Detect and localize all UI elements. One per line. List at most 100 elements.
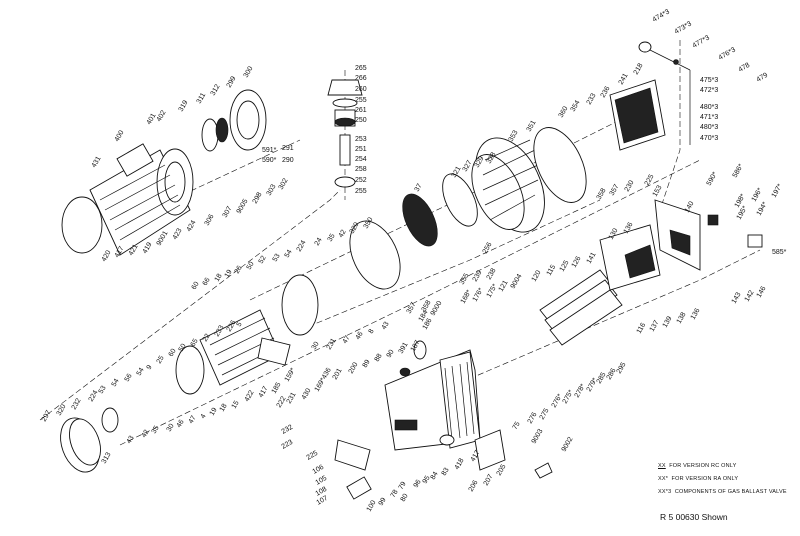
part-number-label: 100 [366, 499, 378, 513]
part-number-label: 18 [214, 273, 224, 283]
part-number-label: 473*3 [674, 20, 693, 35]
part-number-label: 194* [756, 201, 769, 217]
part-number-label: 175* [486, 283, 499, 299]
part-number-label: 60 [191, 281, 201, 291]
part-number-label: 187 [410, 339, 422, 353]
part-number-label: 206 [468, 479, 480, 493]
legend-rc: XX FOR VERSION RC ONLY [658, 463, 736, 469]
part-number-label: 275 [539, 407, 551, 421]
legend-key: XX* [658, 476, 669, 482]
part-number-label: 200 [348, 361, 360, 375]
part-number-label: 225 [306, 450, 320, 462]
part-number-label: 319 [178, 99, 190, 113]
part-number-label: 303 [266, 183, 278, 197]
part-number-label: 590* [706, 171, 719, 187]
part-number-label: 56 [124, 373, 134, 383]
part-number-label: 329 [474, 155, 486, 169]
part-number-label: 66 [202, 277, 212, 287]
part-number-label: 78 [390, 489, 400, 499]
part-number-label: 302 [278, 177, 290, 191]
part-number-label: 222 [276, 395, 288, 409]
part-number-label: 146 [756, 285, 768, 299]
part-number-label: 241 [618, 72, 630, 86]
part-number-label: 285 [596, 371, 608, 385]
part-number-label: 233 [586, 92, 598, 106]
part-number-label: 84 [430, 471, 440, 481]
part-number-label: 419 [142, 241, 154, 255]
part-number-label: 478 [738, 62, 752, 74]
part-number-label: 358 [596, 187, 608, 201]
part-number-label: 18 [219, 403, 229, 413]
part-number-label: 276 [527, 411, 539, 425]
part-number-label: 26 [234, 265, 244, 275]
main-housing [334, 340, 553, 500]
part-number-label: 311 [196, 92, 208, 105]
part-number-label: 420 [101, 249, 113, 263]
part-number-label: 233 [214, 324, 226, 338]
legend-key: XX*3 [658, 489, 672, 495]
part-number-label: 35 [327, 233, 337, 243]
part-number-label: 54 [136, 367, 146, 377]
part-number-label: 53 [272, 253, 282, 263]
part-number-label: 313 [101, 451, 113, 465]
part-number-label: 88 [374, 353, 384, 363]
part-number-label: 417 [258, 385, 270, 399]
part-number-label: 255 [355, 188, 367, 195]
part-number-label: 236 [600, 85, 612, 99]
part-number-label: 79 [398, 481, 408, 491]
part-number-label: 230 [624, 179, 636, 193]
part-number-label: 422 [244, 389, 256, 403]
part-number-label: 53 [98, 385, 108, 395]
legend-text: COMPONENTS OF GAS BALLAST VALVE [674, 489, 787, 495]
part-number-label: 37 [414, 183, 424, 193]
part-number-label: 586* [732, 163, 745, 179]
part-number-label: 143 [731, 291, 743, 305]
part-number-label: 153 [652, 184, 664, 198]
heat-exchanger [609, 79, 666, 151]
part-number-label: 46 [176, 419, 186, 429]
part-number-label: 286 [606, 367, 618, 381]
part-number-label: 9004 [510, 273, 524, 290]
part-number-label: 358 [421, 299, 433, 313]
part-number-label: 238 [486, 267, 498, 281]
part-number-label: 43 [126, 435, 136, 445]
part-number-label: 141 [586, 251, 598, 265]
part-number-label: 223 [281, 439, 295, 451]
part-number-label: 176* [472, 287, 485, 303]
part-number-label: 590* [262, 157, 277, 164]
part-number-label: 106 [312, 464, 326, 476]
part-number-label: 9002 [561, 436, 575, 453]
part-number-label: 108 [315, 486, 329, 498]
part-number-label: 470*3 [700, 135, 718, 142]
part-number-label: 169*436 [314, 367, 333, 393]
part-number-label: 9001 [156, 230, 170, 247]
part-number-label: 591* [262, 147, 277, 154]
part-number-label: 239 [472, 269, 484, 283]
part-number-label: 350 [363, 216, 375, 230]
part-number-label: 585* [772, 249, 787, 256]
part-number-label: 75 [512, 421, 522, 431]
part-number-label: 266 [355, 75, 367, 82]
part-number-label: 205 [496, 463, 508, 477]
part-number-label: 115 [546, 264, 558, 277]
vane-rotor-assembly [539, 199, 763, 346]
part-number-label: 125 [559, 259, 571, 273]
part-number-label: 50 [246, 261, 256, 271]
part-number-label: 30 [311, 341, 321, 351]
part-number-label: 99 [378, 497, 388, 507]
part-number-label: 80 [400, 493, 410, 503]
part-number-label: 480*3 [700, 124, 718, 131]
part-number-label: 480*3 [700, 104, 718, 111]
part-number-label: 360 [558, 105, 570, 119]
part-number-label: 47 [342, 335, 352, 345]
part-number-label: 402 [156, 109, 168, 123]
part-number-label: 107 [316, 495, 330, 507]
part-number-label: 137 [649, 319, 661, 333]
part-number-label: 424 [186, 219, 198, 233]
part-number-label: 83 [441, 467, 451, 477]
part-number-label: 42 [141, 429, 151, 439]
part-number-label: 116 [636, 322, 648, 335]
part-number-label: 130 [608, 227, 620, 241]
part-number-label: 185 [271, 381, 283, 395]
part-number-label: 391 [398, 341, 410, 355]
